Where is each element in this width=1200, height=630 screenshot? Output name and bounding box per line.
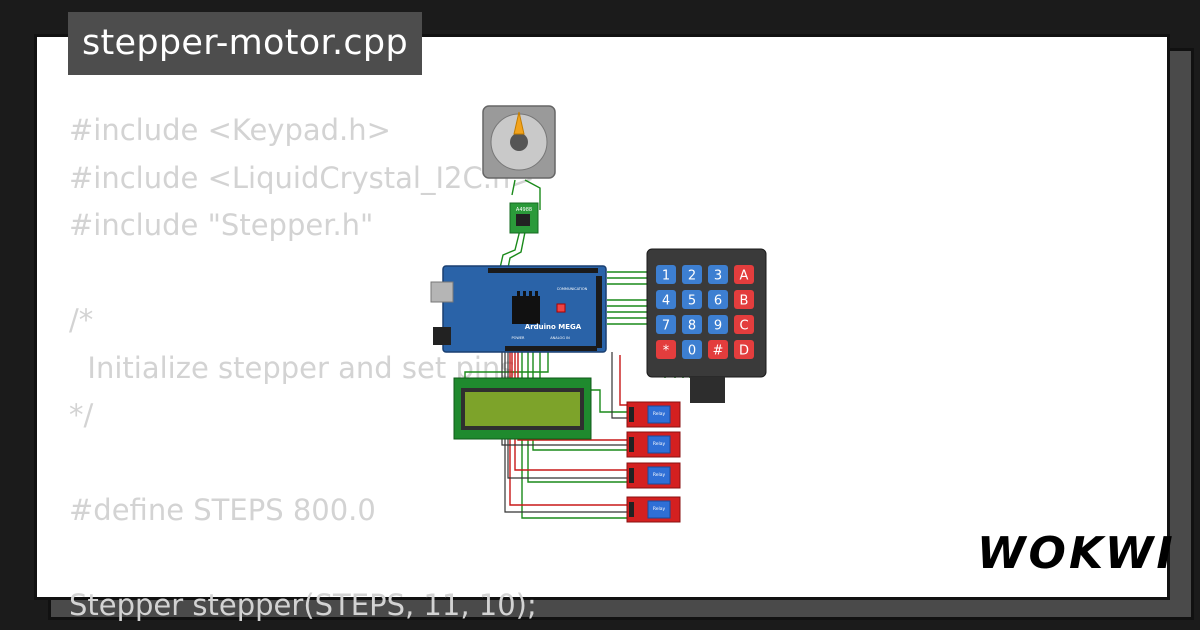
code-line: #include <Keypad.h>: [69, 113, 391, 147]
code-line: Stepper stepper(STEPS, 11, 10);: [69, 588, 537, 622]
keypad-key: [708, 265, 728, 284]
keypad-key-label: 6: [714, 294, 722, 309]
keypad: 1 2 3 A 4 5 6 B 7 8 9 C * 0 # D: [646, 248, 767, 403]
keypad-key-label: 8: [688, 319, 696, 334]
relay-label: Relay: [653, 441, 666, 447]
code-line: #include <LiquidCrystal_I2C.h>: [69, 160, 535, 195]
keypad-key: [682, 340, 702, 359]
board-power-label: POWER: [512, 336, 526, 340]
keypad-key: [708, 315, 728, 334]
stepper-driver: A4988: [509, 202, 539, 234]
keypad-key: [708, 290, 728, 309]
keypad-key: [682, 290, 702, 309]
wokwi-logo-text: WOKWI: [977, 528, 1176, 579]
keypad-key-label: 2: [688, 269, 696, 284]
keypad-key: [656, 265, 676, 284]
relay-label: Relay: [653, 472, 666, 478]
board-digital-label: COMMUNICATION: [557, 287, 588, 291]
code-line: #define STEPS 800.0: [69, 493, 376, 527]
keypad-key-label: 7: [662, 319, 670, 334]
keypad-key-label: 9: [714, 319, 722, 334]
relay-module: Relay: [626, 431, 681, 458]
relay-module: Relay: [626, 401, 681, 428]
keypad-key: [656, 340, 676, 359]
keypad-key: [656, 315, 676, 334]
keypad-key: [656, 290, 676, 309]
code-line: #include "Stepper.h": [69, 208, 374, 242]
keypad-key-label: D: [739, 344, 749, 359]
keypad-key: [734, 340, 754, 359]
keypad-key: [682, 265, 702, 284]
wokwi-logo: WOKWI: [977, 528, 1173, 579]
keypad-key-label: 5: [688, 294, 696, 309]
keypad-key: [708, 340, 728, 359]
board-analog-label: ANALOG IN: [550, 336, 570, 340]
keypad-key-label: 3: [714, 269, 722, 284]
keypad-key-label: 1: [662, 269, 670, 284]
stepper-motor: [482, 105, 556, 179]
keypad-key: [734, 290, 754, 309]
keypad-key-label: 4: [662, 294, 670, 309]
board-label: Arduino MEGA: [525, 323, 582, 331]
keypad-key-label: #: [713, 344, 724, 359]
keypad-key: [682, 315, 702, 334]
keypad-key-label: B: [740, 294, 749, 309]
keypad-key: [734, 315, 754, 334]
code-line: /*: [69, 303, 94, 337]
keypad-key: [734, 265, 754, 284]
keypad-keys: 1 2 3 A 4 5 6 B 7 8 9 C * 0 # D: [656, 265, 754, 359]
arduino-mega-board: Arduino MEGA COMMUNICATION POWER ANALOG …: [430, 265, 607, 353]
code-line: */: [69, 398, 94, 432]
lcd-display: [453, 377, 592, 440]
keypad-key-label: A: [740, 269, 749, 284]
relay-module: Relay: [626, 462, 681, 489]
relay-module: Relay: [626, 496, 681, 523]
relay-label: Relay: [653, 506, 666, 512]
code-line: Initialize stepper and set pins: [69, 350, 516, 385]
code-background: #include <Keypad.h> #include <LiquidCrys…: [69, 107, 537, 630]
file-title-tab: stepper-motor.cpp: [68, 12, 422, 75]
relay-label: Relay: [653, 411, 666, 417]
keypad-key-label: 0: [688, 344, 696, 359]
circuit-diagram: A4988 Arduino MEGA COMMUNICATION POWER A…: [430, 105, 767, 523]
keypad-key-label: C: [739, 319, 748, 334]
driver-label: A4988: [516, 207, 532, 213]
keypad-key-label: *: [663, 344, 670, 359]
